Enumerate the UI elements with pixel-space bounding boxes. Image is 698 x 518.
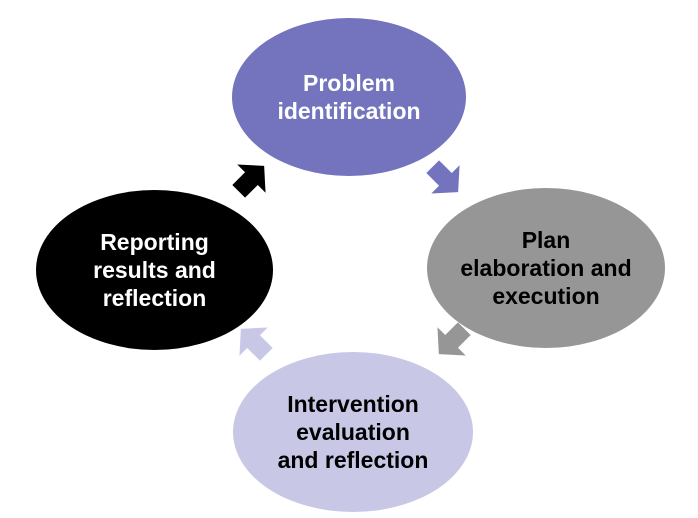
node-problem-identification: Problem identification [232,18,466,176]
arrow-problem-to-plan [426,160,460,194]
node-intervention-evaluation: Intervention evaluation and reflection [233,352,473,512]
node-reporting-results: Reporting results and reflection [36,190,273,350]
arrow-evaluation-to-reporting [239,327,273,361]
node-label: Problem identification [277,70,421,124]
node-label: Reporting results and reflection [93,229,216,311]
arrow-reporting-to-problem [232,164,266,198]
node-label: Plan elaboration and execution [460,227,632,309]
node-label: Intervention evaluation and reflection [277,391,429,473]
arrow-plan-to-evaluation [437,322,471,356]
node-plan-elaboration: Plan elaboration and execution [427,188,665,348]
